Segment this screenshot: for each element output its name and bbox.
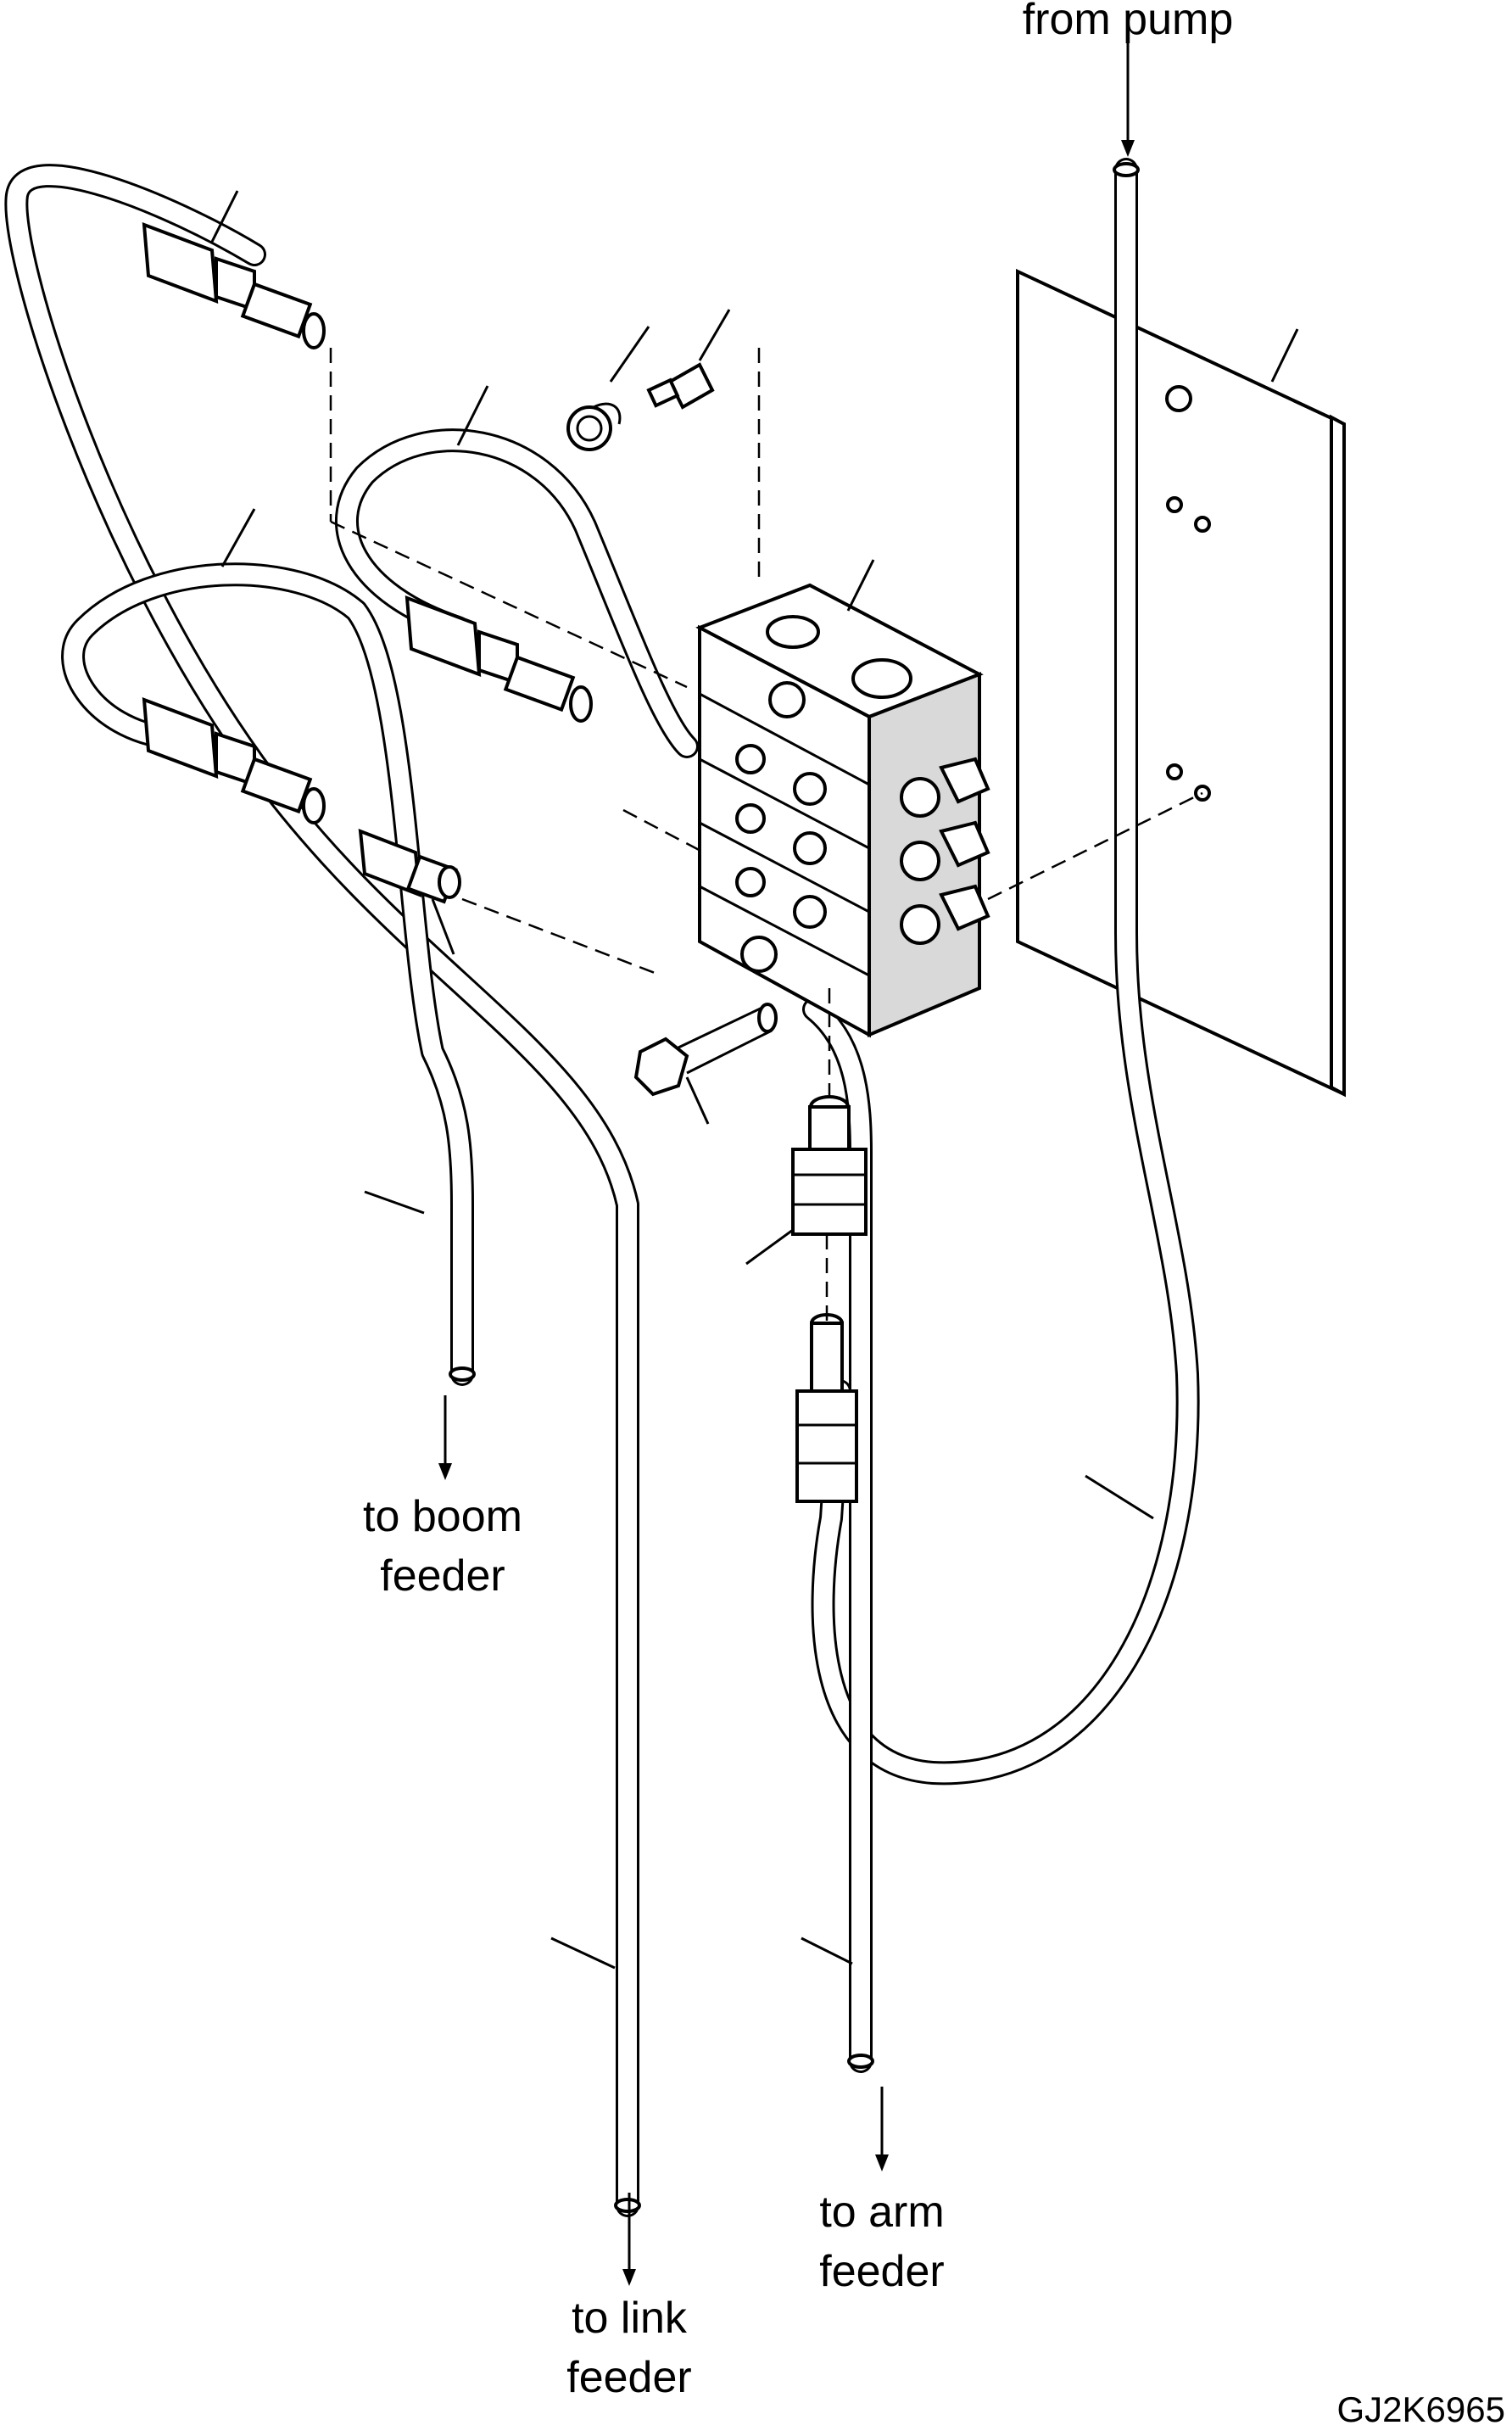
mounting-plate <box>1016 268 1346 1098</box>
label-to-boom-line2: feeder <box>380 1551 505 1601</box>
assembly-lines <box>329 348 1203 1323</box>
label-to-arm-line1: to arm <box>819 2188 944 2237</box>
flow-arrows <box>438 38 1135 2286</box>
fitting-mid-left <box>142 697 326 824</box>
leader-lines <box>210 190 1299 1970</box>
upper-loop-tube <box>334 428 699 758</box>
label-to-arm-line2: feeder <box>819 2247 944 2296</box>
drawing-code: GJ2K6965 <box>1337 2389 1505 2429</box>
label-from-pump: from pump <box>1023 0 1234 44</box>
label-to-link-line1: to link <box>572 2294 688 2343</box>
grease-nipple <box>646 362 715 410</box>
fitting-top-left <box>142 222 326 349</box>
label-to-link-line2: feeder <box>566 2353 691 2402</box>
link-feeder-tube <box>4 164 641 2217</box>
connector-arm-sleeve <box>795 1313 858 1503</box>
distributor-block <box>695 583 990 1038</box>
label-to-boom-line1: to boom <box>363 1492 522 1541</box>
vent-plug <box>566 402 622 451</box>
connector-lower <box>791 1095 868 1236</box>
boom-feeder-tube <box>61 562 476 1386</box>
fitting-adapter <box>358 828 461 904</box>
pump-supply-tube <box>811 158 1200 1786</box>
mounting-bolt <box>633 1003 778 1097</box>
fitting-mid-upper <box>405 595 593 723</box>
